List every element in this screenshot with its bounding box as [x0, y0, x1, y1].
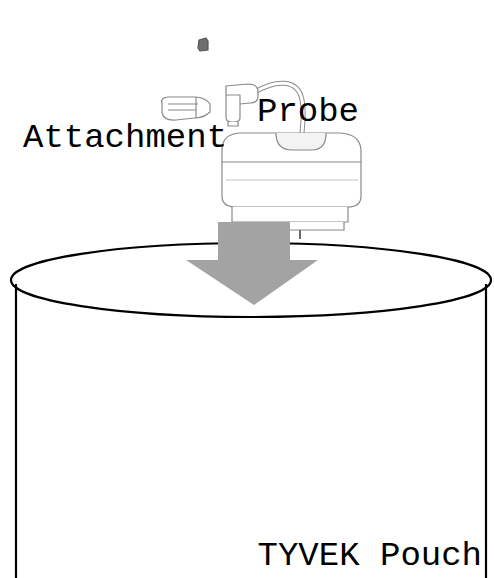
attachment-clip: [162, 97, 210, 120]
part-label: Attachment: [23, 121, 227, 155]
pouch-outline: TYVEK Pouch: [10, 240, 494, 578]
part-label: Probe: [257, 95, 359, 129]
pouch-shape: [10, 240, 494, 578]
probe-connector: [226, 84, 258, 126]
small-part: [198, 38, 208, 51]
pouch-label: TYVEK Pouch: [258, 539, 482, 573]
insert-arrow: [186, 222, 318, 305]
